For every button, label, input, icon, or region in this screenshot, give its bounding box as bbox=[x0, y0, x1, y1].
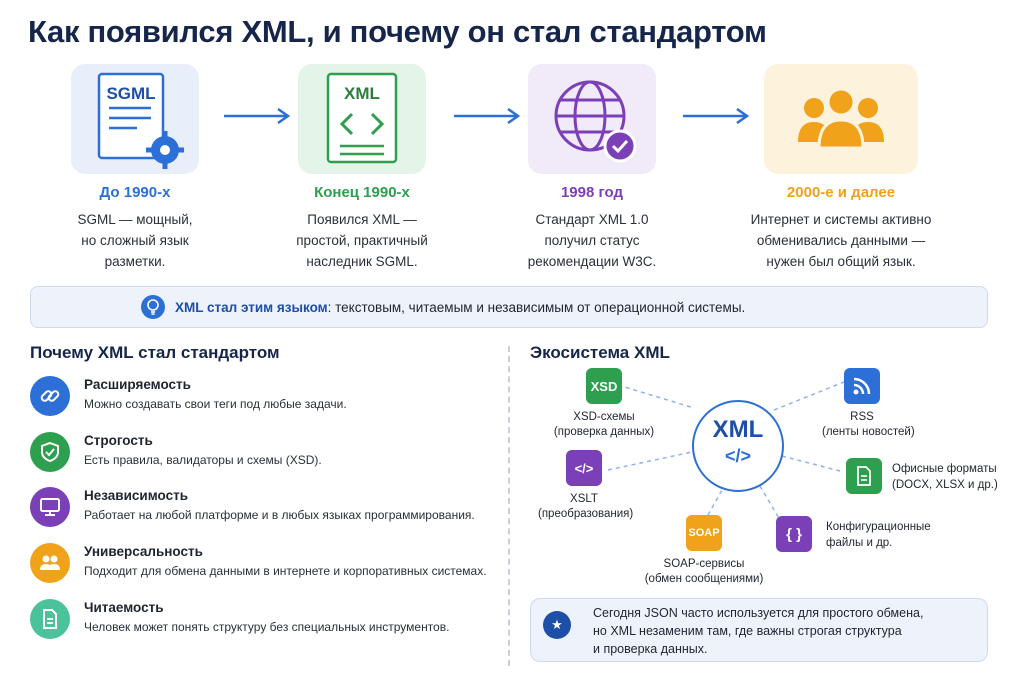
stage-era: 1998 год bbox=[560, 184, 624, 201]
timeline-stage-xml: XML Конец 1990-х Появился XML — простой,… bbox=[257, 64, 467, 272]
ecosystem-diagram: XML </> XSD XSD-схемы (проверка данных) … bbox=[528, 360, 998, 590]
note-text: Сегодня JSON часто используется для прос… bbox=[593, 606, 924, 656]
link-icon bbox=[30, 376, 70, 416]
arrow-right-icon bbox=[683, 108, 750, 124]
stage-tile: SGML bbox=[71, 64, 199, 174]
rss-icon bbox=[844, 368, 880, 404]
page-title: Как появился XML, и почему он стал станд… bbox=[28, 14, 767, 49]
document-icon bbox=[30, 599, 70, 639]
people-icon bbox=[30, 543, 70, 583]
node-soap: SOAP SOAP-сервисы (обмен сообщениями) bbox=[640, 515, 768, 587]
feature-name: Универсальность bbox=[84, 544, 203, 559]
shield-check-icon bbox=[30, 432, 70, 472]
feature-desc: Работает на любой платформе и в любых яз… bbox=[84, 508, 475, 522]
feature-name: Читаемость bbox=[84, 600, 164, 615]
stage-desc: SGML — мощный, но сложный язык разметки. bbox=[77, 212, 193, 269]
feature-desc: Можно создавать свои теги под любые зада… bbox=[84, 397, 347, 411]
globe-check-icon bbox=[554, 80, 637, 163]
tile-label: XML bbox=[344, 84, 380, 103]
document-gear-icon bbox=[97, 72, 184, 169]
stage-tile bbox=[528, 64, 656, 174]
braces-icon: { } bbox=[776, 516, 812, 552]
feature-name: Независимость bbox=[84, 488, 188, 503]
stage-desc: Стандарт XML 1.0 получил статус рекоменд… bbox=[527, 212, 657, 269]
xml-hub: XML </> bbox=[692, 400, 784, 492]
banner-bold: XML стал этим языком bbox=[175, 299, 328, 315]
feature-name: Строгость bbox=[84, 433, 153, 448]
banner-text: : текстовым, читаемым и независимым от о… bbox=[327, 299, 746, 315]
people-group-icon bbox=[798, 87, 884, 150]
monitor-icon bbox=[30, 487, 70, 527]
feature-desc: Человек может понять структуру без специ… bbox=[84, 620, 450, 634]
stage-era: До 1990-х bbox=[99, 184, 171, 201]
arrow-right-icon bbox=[224, 108, 291, 124]
timeline-stage-sgml: SGML До 1990-х SGML — мощный, но сложный… bbox=[30, 64, 240, 272]
feature-item: Строгость Есть правила, валидаторы и схе… bbox=[30, 432, 500, 472]
eco-title: Экосистема XML bbox=[530, 343, 670, 362]
feature-item: Независимость Работает на любой платформ… bbox=[30, 487, 500, 527]
stage-era: Конец 1990-х bbox=[314, 184, 410, 201]
feature-desc: Подходит для обмена данными в интернете … bbox=[84, 564, 487, 578]
node-xslt: </> XSLT (преобразования) bbox=[538, 450, 633, 522]
stage-tile bbox=[764, 64, 918, 174]
document-code-icon bbox=[326, 72, 398, 164]
hub-label: XML bbox=[712, 416, 764, 443]
feature-item: Универсальность Подходит для обмена данн… bbox=[30, 543, 500, 583]
star-icon: ★ bbox=[543, 611, 571, 639]
timeline-stage-w3c: 1998 год Стандарт XML 1.0 получил статус… bbox=[487, 64, 697, 272]
stage-era: 2000-е и далее bbox=[786, 184, 896, 201]
spreadsheet-icon bbox=[846, 458, 882, 494]
stage-tile: XML bbox=[298, 64, 426, 174]
feature-item: Расширяемость Можно создавать свои теги … bbox=[30, 376, 500, 416]
code-icon: </> bbox=[566, 450, 602, 486]
section-divider bbox=[508, 346, 510, 666]
feature-desc: Есть правила, валидаторы и схемы (XSD). bbox=[84, 453, 322, 467]
node-rss: RSS (ленты новостей) bbox=[822, 368, 915, 440]
key-banner: XML стал этим языком: текстовым, читаемы… bbox=[30, 286, 988, 328]
feature-item: Читаемость Человек может понять структур… bbox=[30, 599, 500, 639]
arrow-right-icon bbox=[454, 108, 521, 124]
hub-code: </> bbox=[724, 446, 752, 466]
soap-badge: SOAP bbox=[686, 515, 722, 551]
xsd-badge: XSD bbox=[586, 368, 622, 404]
tile-label: SGML bbox=[106, 84, 156, 103]
ecosystem-links bbox=[607, 381, 845, 521]
why-title: Почему XML стал стандартом bbox=[30, 343, 280, 362]
stage-desc: Появился XML — простой, практичный насле… bbox=[296, 212, 428, 269]
stage-desc: Интернет и системы активно обменивались … bbox=[750, 212, 932, 269]
json-note: ★ Сегодня JSON часто используется для пр… bbox=[530, 598, 988, 662]
feature-name: Расширяемость bbox=[84, 377, 191, 392]
lightbulb-icon bbox=[141, 295, 165, 319]
node-xsd: XSD XSD-схемы (проверка данных) bbox=[548, 368, 660, 440]
timeline-stage-2000s: 2000-е и далее Интернет и системы активн… bbox=[736, 64, 946, 272]
